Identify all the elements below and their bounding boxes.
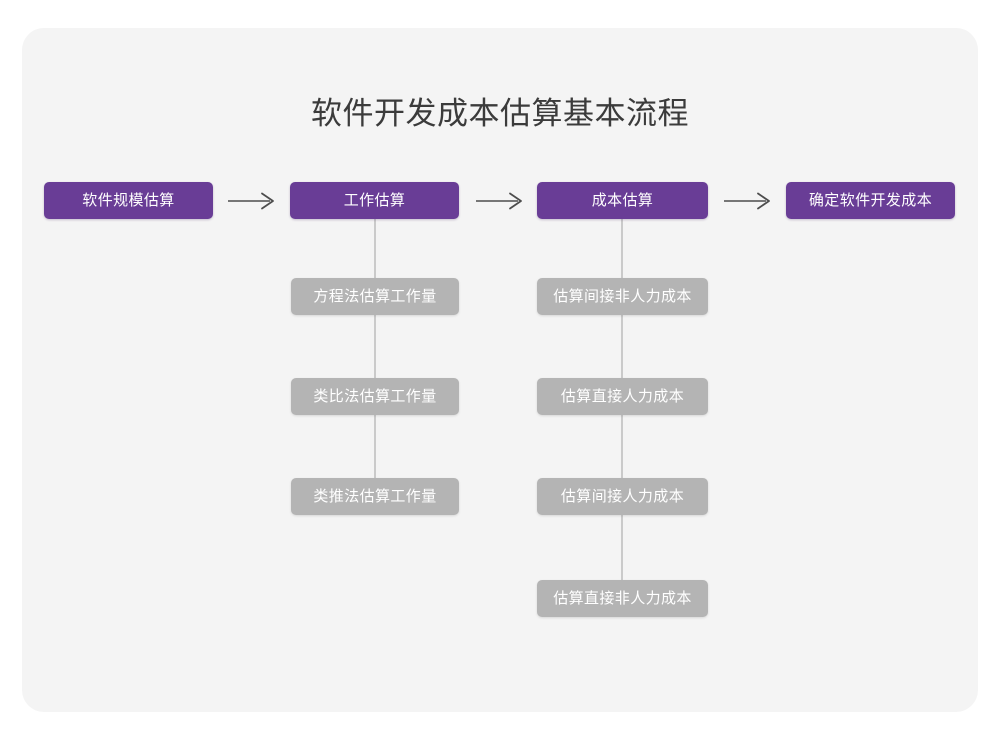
flow-node-work-1[interactable]: 方程法估算工作量: [291, 278, 459, 315]
flow-node-step-1[interactable]: 软件规模估算: [44, 182, 213, 219]
flow-node-cost-3[interactable]: 估算间接人力成本: [537, 478, 708, 515]
flow-node-cost-1[interactable]: 估算间接非人力成本: [537, 278, 708, 315]
flow-node-step-4[interactable]: 确定软件开发成本: [786, 182, 955, 219]
flow-node-work-3[interactable]: 类推法估算工作量: [291, 478, 459, 515]
arrow-2-icon: [476, 190, 526, 212]
arrow-3-icon: [724, 190, 774, 212]
arrow-1-icon: [228, 190, 278, 212]
flow-node-cost-4[interactable]: 估算直接非人力成本: [537, 580, 708, 617]
connector-line-work: [374, 214, 376, 504]
page-title: 软件开发成本估算基本流程: [311, 96, 689, 131]
content-card: [22, 28, 978, 712]
flow-node-step-3[interactable]: 成本估算: [537, 182, 708, 219]
flow-node-step-2[interactable]: 工作估算: [290, 182, 459, 219]
flow-node-cost-2[interactable]: 估算直接人力成本: [537, 378, 708, 415]
flow-node-work-2[interactable]: 类比法估算工作量: [291, 378, 459, 415]
